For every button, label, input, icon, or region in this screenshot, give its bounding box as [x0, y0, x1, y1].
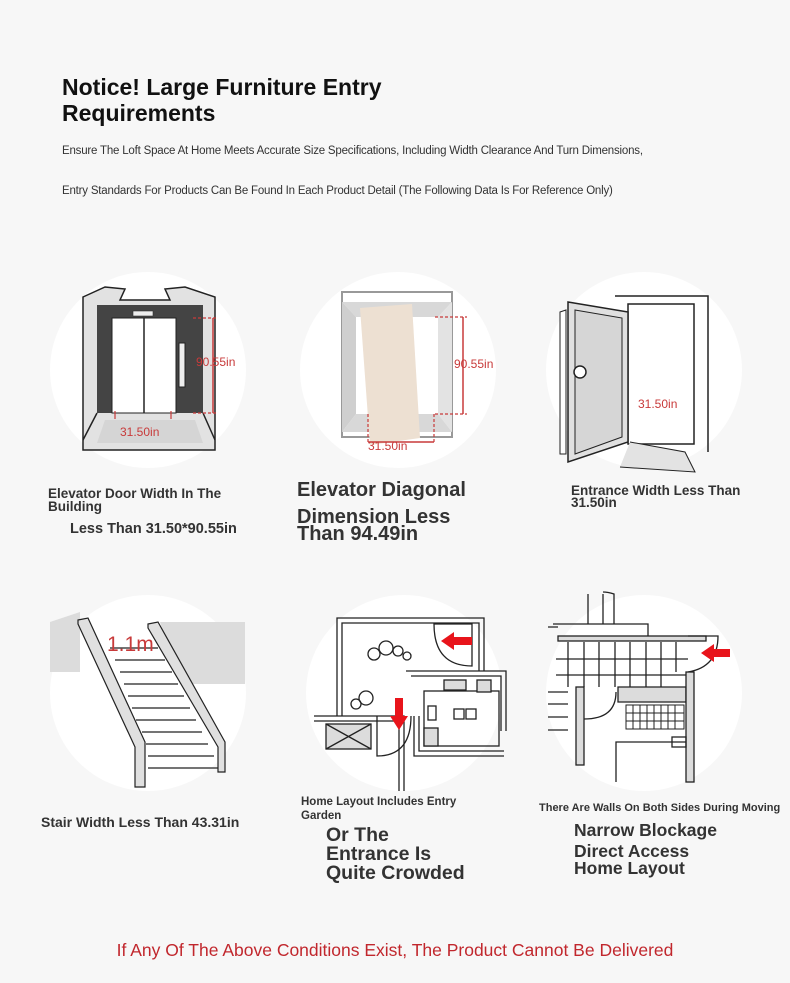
caption-line-2: Garden	[301, 810, 342, 822]
width-dimension-label: 31.50in	[120, 425, 160, 439]
height-dimension-label: 90.55in	[454, 357, 494, 371]
width-dimension-label: 1.1m	[107, 633, 154, 656]
caption-line-4: Home Layout	[574, 858, 685, 878]
caption-line-3: Less Than 31.50*90.55in	[70, 521, 237, 537]
caption-line-1: Stair Width Less Than 43.31in	[41, 814, 240, 830]
staircase-icon	[50, 612, 245, 788]
caption-line-1: Elevator Door Width In The	[48, 486, 222, 501]
caption-line-1: Home Layout Includes Entry	[301, 796, 457, 808]
caption-line-5: Quite Crowded	[326, 862, 465, 884]
width-dimension-label: 31.50in	[368, 439, 408, 453]
caption-line-3: Direct Access	[574, 841, 690, 861]
entrance-door-icon	[559, 295, 709, 473]
caption-line-2: Building	[48, 499, 102, 514]
width-dimension-label: 31.50in	[638, 397, 678, 411]
elevator-door-icon	[82, 286, 217, 451]
caption-line-2: Dimension Less	[297, 506, 451, 528]
narrow-corridor-floorplan-icon	[548, 591, 730, 783]
delivery-warning: If Any Of The Above Conditions Exist, Th…	[116, 940, 674, 960]
entry-garden-floorplan-icon	[314, 617, 507, 791]
elevator-diagonal-icon	[341, 291, 467, 445]
page-title: Notice! Large Furniture Entry Requiremen…	[62, 74, 382, 126]
caption-line-1: Entrance Width Less Than	[571, 483, 741, 498]
caption-line-3: Or The	[326, 824, 389, 846]
caption-line-2: Narrow Blockage	[574, 820, 717, 840]
caption-line-4: Entrance Is	[326, 843, 432, 865]
caption-line-1: There Are Walls On Both Sides During Mov…	[539, 802, 781, 814]
caption-line-2: 31.50in	[571, 495, 617, 510]
caption-line-3: Than 94.49in	[297, 523, 419, 545]
height-dimension-label: 90.55in	[196, 355, 236, 369]
caption-line-1: Elevator Diagonal	[297, 479, 466, 501]
subtitle-line-1: Ensure The Loft Space At Home Meets Accu…	[62, 145, 643, 157]
subtitle-line-2: Entry Standards For Products Can Be Foun…	[62, 185, 613, 197]
